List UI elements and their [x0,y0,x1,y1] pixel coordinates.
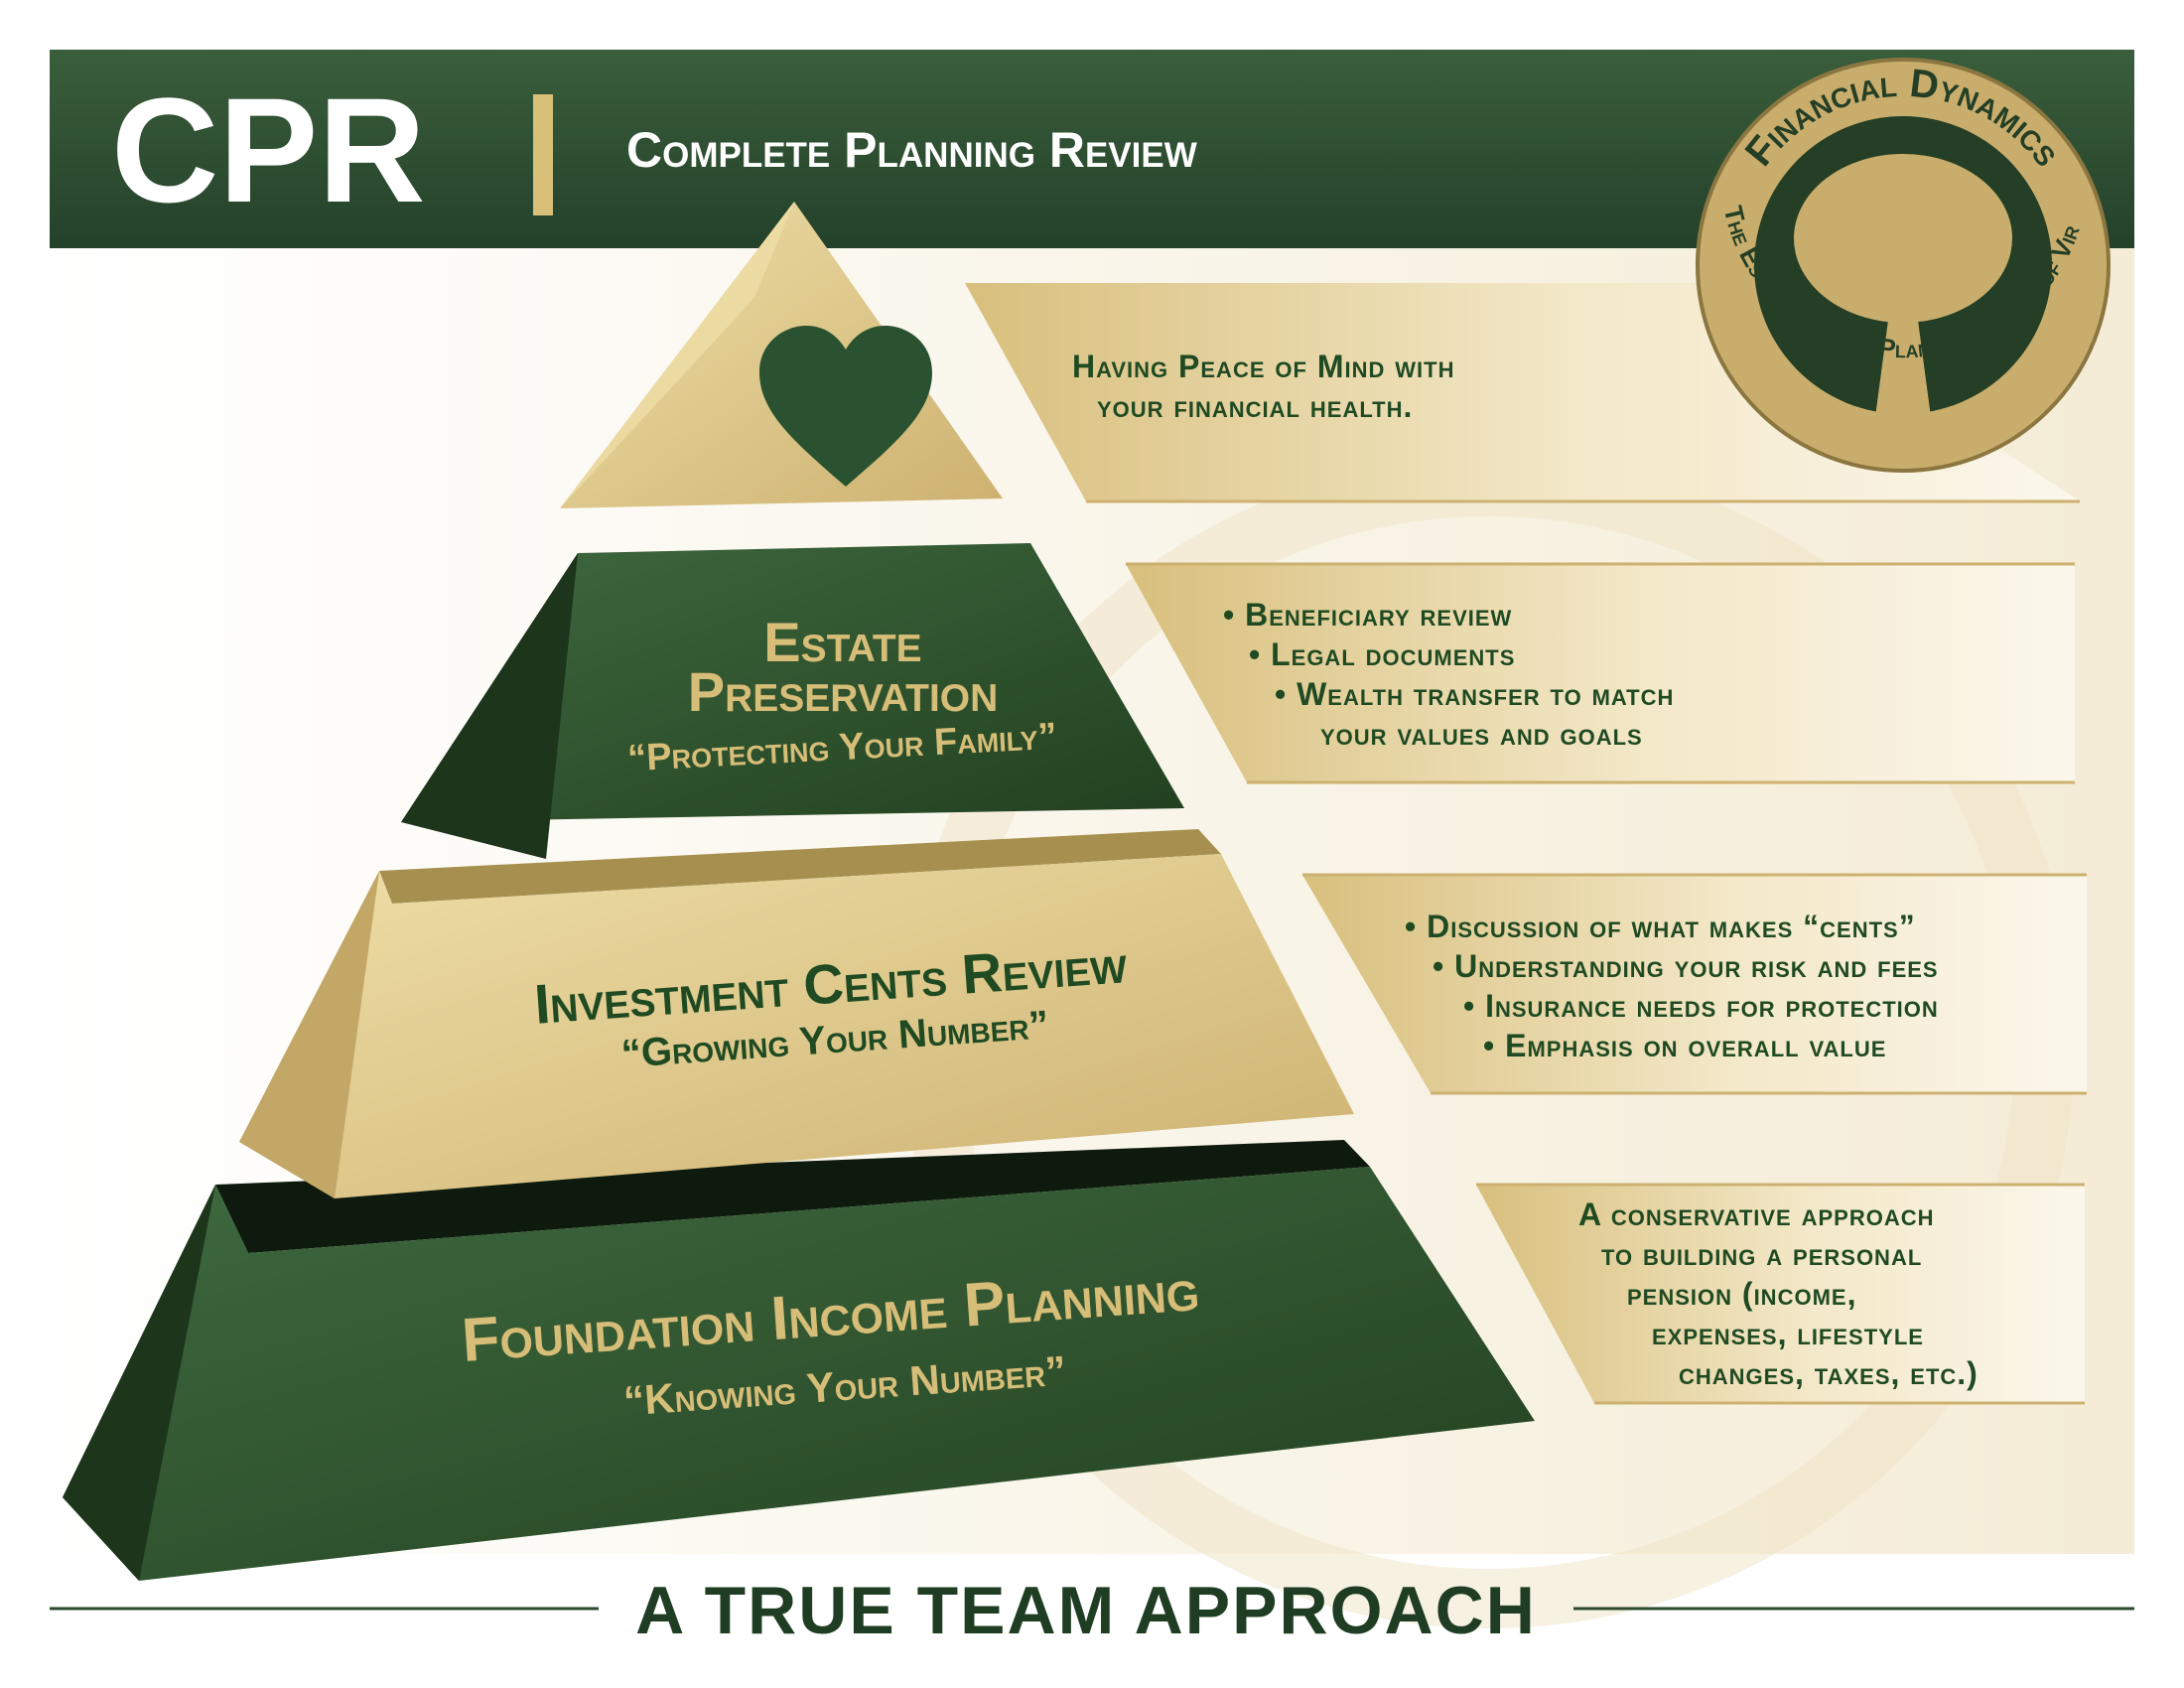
foundation-text-line: changes, taxes, etc.) [1679,1355,1979,1391]
estate-title-line: Preservation [688,660,999,723]
investment-bullet: • Emphasis on overall value [1483,1028,1886,1063]
tier-investment: Investment Cents Review “Growing Your Nu… [239,829,1354,1198]
footer-slogan: A TRUE TEAM APPROACH [635,1573,1537,1648]
panel-foundation: A conservative approach to building a pe… [1476,1183,2085,1405]
peak-text-line: your financial health. [1097,388,1413,424]
footer: A TRUE TEAM APPROACH [50,1573,2134,1648]
estate-title-line: Estate [763,611,921,673]
foundation-text-line: pension (income, [1627,1276,1856,1312]
header-banner: CPR Complete Planning Review [50,50,2134,248]
tier-peak [560,202,1003,508]
foundation-text-line: expenses, lifestyle [1652,1316,1924,1351]
peak-text-line: Having Peace of Mind with [1072,349,1454,384]
header-title: Complete Planning Review [626,122,1197,178]
header-divider [533,94,553,215]
estate-bullet: • Wealth transfer to match [1275,676,1674,712]
foundation-text-line: A conservative approach [1578,1196,1935,1232]
heart-icon [759,326,932,487]
investment-bullet: • Understanding your risk and fees [1433,948,1939,984]
tree-icon [1794,154,2012,417]
foundation-text-line: to building a personal [1601,1236,1922,1272]
investment-bullet: • Discussion of what makes “cents” [1405,909,1916,944]
tier-foundation: Foundation Income Planning “Knowing Your… [63,1140,1535,1581]
cpr-acronym: CPR [111,67,426,233]
tier-estate: Estate Preservation “Protecting Your Fam… [401,543,1184,859]
investment-bullet: • Insurance needs for protection [1463,988,1939,1024]
estate-bullet: • Beneficiary review [1223,597,1512,633]
estate-bullet: • Legal documents [1249,636,1515,672]
estate-bullet: your values and goals [1320,716,1643,752]
panel-estate: • Beneficiary review • Legal documents •… [1126,562,2075,784]
panel-investment: • Discussion of what makes “cents” • Und… [1302,873,2087,1095]
